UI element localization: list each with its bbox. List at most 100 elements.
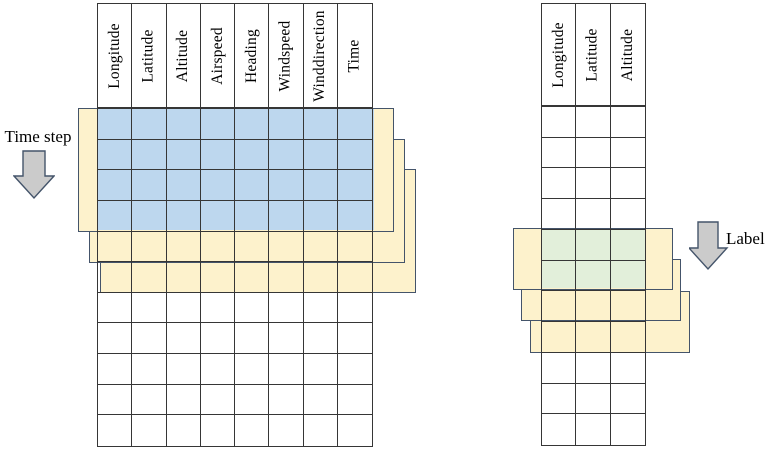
column-header: Longitude xyxy=(542,4,577,105)
table-cell xyxy=(269,354,304,385)
table-cell xyxy=(610,199,645,230)
table-cell xyxy=(610,138,645,169)
table-cell xyxy=(337,262,372,293)
table-cell xyxy=(542,352,577,384)
table-cell xyxy=(542,199,577,230)
column-header: Latitude xyxy=(132,4,167,107)
table-cell xyxy=(303,200,338,232)
table-cell xyxy=(200,354,235,385)
table-cell xyxy=(235,323,270,355)
table-cell xyxy=(304,415,338,446)
table-cell xyxy=(98,200,133,232)
column-header-label: Altitude xyxy=(618,28,636,81)
table-cell xyxy=(337,385,372,416)
column-header: Altitude xyxy=(611,4,645,105)
right-table-body xyxy=(541,106,646,446)
table-cell xyxy=(576,168,611,200)
table-cell xyxy=(303,323,338,355)
table-cell xyxy=(98,415,133,446)
table-cell xyxy=(98,323,133,355)
column-header-label: Latitude xyxy=(139,28,157,83)
table-cell xyxy=(542,168,577,200)
table-cell xyxy=(166,200,201,232)
table-cell xyxy=(542,229,577,261)
table-cell xyxy=(235,139,270,171)
table-cell xyxy=(337,201,372,232)
table-cell xyxy=(610,322,645,353)
table-cell xyxy=(200,323,235,355)
table-cell xyxy=(200,384,235,416)
table-cell xyxy=(338,415,372,446)
table-cell xyxy=(98,139,133,171)
table-cell xyxy=(166,139,201,171)
table-cell xyxy=(167,415,201,446)
table-cell xyxy=(98,384,133,416)
table-cell xyxy=(98,231,133,263)
table-cell xyxy=(576,199,611,230)
table-cell xyxy=(610,168,645,200)
table-cell xyxy=(235,200,270,232)
column-header: Latitude xyxy=(576,4,611,105)
table-cell xyxy=(611,414,645,445)
table-cell xyxy=(269,139,304,171)
table-cell xyxy=(132,323,167,355)
table-cell xyxy=(610,230,645,261)
table-cell xyxy=(269,231,304,263)
table-cell xyxy=(576,229,611,261)
table-cell xyxy=(200,231,235,263)
table-cell xyxy=(303,139,338,171)
table-cell xyxy=(132,231,167,263)
table-cell xyxy=(98,170,133,201)
table-cell xyxy=(542,137,577,169)
table-cell xyxy=(132,109,167,140)
table-cell xyxy=(337,323,372,355)
table-cell xyxy=(269,262,304,293)
column-header-label: Windspeed xyxy=(276,20,294,91)
table-cell xyxy=(200,170,235,201)
table-cell xyxy=(337,109,372,140)
table-cell xyxy=(303,354,338,385)
table-cell xyxy=(337,140,372,171)
left-table-header: Longitude Latitude Altitude Airspeed Hea… xyxy=(97,3,373,108)
table-cell xyxy=(610,291,645,323)
table-cell xyxy=(235,292,270,324)
table-cell xyxy=(576,260,611,292)
table-cell xyxy=(269,109,304,140)
table-cell xyxy=(610,353,645,384)
label-label: Label xyxy=(726,229,765,248)
left-table-body xyxy=(97,108,373,447)
table-cell xyxy=(166,323,201,355)
table-cell xyxy=(269,170,304,201)
table-cell xyxy=(132,415,167,446)
table-cell xyxy=(269,292,304,324)
table-cell xyxy=(166,109,201,140)
table-cell xyxy=(303,231,338,263)
table-cell xyxy=(166,170,201,201)
table-cell xyxy=(542,322,577,353)
table-cell xyxy=(610,107,645,138)
table-cell xyxy=(98,292,133,324)
column-header: Altitude xyxy=(167,4,201,107)
table-cell xyxy=(303,109,338,140)
column-header-label: Longitude xyxy=(105,22,123,89)
table-cell xyxy=(235,354,270,385)
table-cell xyxy=(166,354,201,385)
table-cell xyxy=(200,139,235,171)
table-cell xyxy=(166,231,201,263)
table-cell xyxy=(200,292,235,324)
table-cell xyxy=(132,139,167,171)
column-header: Heading xyxy=(235,4,270,107)
table-cell xyxy=(542,260,577,292)
column-header-label: Airspeed xyxy=(208,26,226,85)
table-cell xyxy=(542,414,577,445)
table-cell xyxy=(235,170,270,201)
table-cell xyxy=(576,291,611,323)
table-cell xyxy=(303,262,338,293)
column-header: Airspeed xyxy=(201,4,235,107)
table-cell xyxy=(610,384,645,415)
table-cell xyxy=(269,384,304,416)
label-arrow-icon xyxy=(689,221,729,271)
label-window-highlight xyxy=(541,230,646,288)
column-header-label: Time xyxy=(345,39,363,72)
table-cell xyxy=(576,383,611,415)
